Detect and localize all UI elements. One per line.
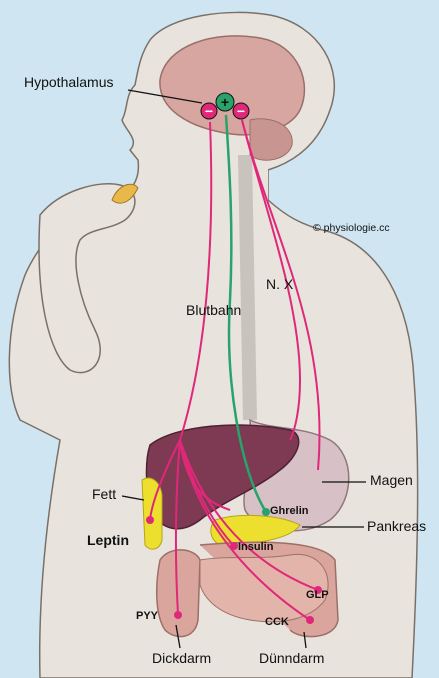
ghrelin-label: Ghrelin xyxy=(270,505,309,517)
fett-label: Fett xyxy=(92,486,117,502)
nx-pathway-2 xyxy=(241,119,321,471)
plus-sign xyxy=(215,92,235,112)
hypothalamus-label: Hypothalamus xyxy=(24,74,114,90)
brain xyxy=(159,35,306,136)
minus-sign-left xyxy=(200,102,218,120)
magen-label: Magen xyxy=(370,472,413,488)
ghrelin-source-dot xyxy=(262,508,270,516)
esophagus xyxy=(238,154,257,421)
insulin-dot xyxy=(230,542,238,550)
cerebellum xyxy=(249,118,293,161)
leptin-label: Leptin xyxy=(87,532,129,548)
ghrelin-pathway xyxy=(224,114,268,513)
nx-label: N. X xyxy=(266,276,294,292)
glp-dot xyxy=(314,586,322,594)
dickdarm-label: Dickdarm xyxy=(152,650,212,666)
minus-sign-right xyxy=(232,102,250,120)
pyy-label: PYY xyxy=(136,610,159,622)
small-intestine xyxy=(199,553,329,623)
blood-pathways xyxy=(149,121,319,621)
cck-label: CCK xyxy=(265,616,289,628)
pankreas-label: Pankreas xyxy=(367,518,427,534)
duenndarm-label: Dünndarm xyxy=(259,650,325,666)
blutbahn-label: Blutbahn xyxy=(186,302,242,318)
plus-text: + xyxy=(221,94,229,110)
cck-dot xyxy=(306,616,314,624)
hand xyxy=(38,183,136,374)
duenndarm-pointer xyxy=(303,631,307,649)
minus-text-left: − xyxy=(205,103,213,119)
food-chip xyxy=(111,183,139,204)
glp-label: GLP xyxy=(306,589,329,601)
nx-pathway-1 xyxy=(241,119,302,441)
insulin-label: Insulin xyxy=(238,541,274,553)
fett-pointer xyxy=(121,495,145,501)
minus-text-right: − xyxy=(237,103,245,119)
fat-tissue xyxy=(141,477,163,550)
pancreas xyxy=(210,514,301,546)
dickdarm-pointer xyxy=(175,624,181,649)
copyright-label: © physiologie.cc xyxy=(313,222,390,234)
leptin-dot xyxy=(146,516,154,524)
hypothalamus-pointer xyxy=(127,89,203,104)
pyy-dot xyxy=(174,611,182,619)
